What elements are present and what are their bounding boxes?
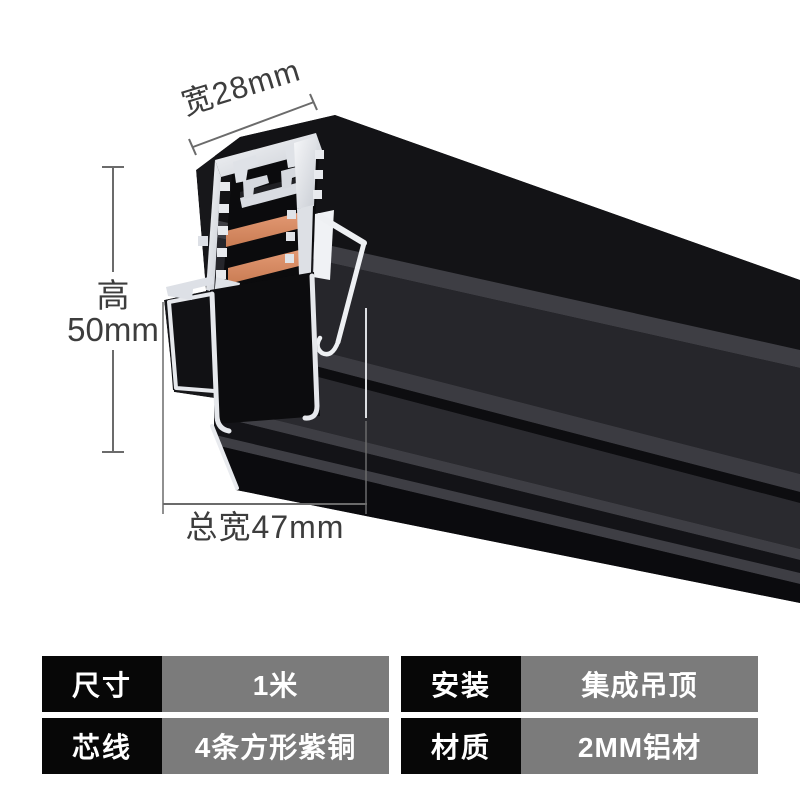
height-dimension-label-cn: 高: [97, 277, 130, 314]
spec-label-core-wire: 芯线: [42, 718, 162, 774]
spec-table-right: 安装 集成吊顶 材质 2MM铝材: [401, 656, 758, 774]
channel-wall-right: [302, 273, 320, 421]
spec-row-material: 材质 2MM铝材: [401, 718, 758, 774]
spec-row-size: 尺寸 1米: [42, 656, 389, 712]
bottom-channel: [210, 272, 320, 424]
copper-busbar-1: [226, 210, 309, 247]
rail-bottom-stripe-1: [215, 405, 800, 560]
spec-value-installation: 集成吊顶: [521, 656, 758, 712]
dimension-annotations: [102, 93, 367, 514]
spec-label-material: 材质: [401, 718, 521, 774]
spec-value-material: 2MM铝材: [521, 718, 758, 774]
spec-tables: 尺寸 1米 芯线 4条方形紫铜 安装 集成吊顶 材质 2MM铝材: [42, 656, 758, 774]
right-wall-teeth-inner: [285, 210, 296, 263]
spring-clip-diagonal: [335, 240, 367, 345]
left-wall-teeth: [216, 182, 230, 279]
width-dimension-tick-right: [309, 93, 318, 111]
rail-bottom-edge: [215, 445, 800, 603]
spec-table-left: 尺寸 1米 芯线 4条方形紫铜: [42, 656, 389, 774]
height-dimension-label-value: 50mm: [67, 311, 159, 348]
channel-wall-left: [209, 291, 232, 434]
rail-bottom-stripe-2: [215, 435, 800, 584]
total-width-dimension-label: 总宽47mm: [186, 509, 345, 545]
cap-hook-left: [233, 155, 258, 183]
mount-wing-bracket: [166, 276, 214, 300]
spec-value-core-wire: 4条方形紫铜: [162, 718, 389, 774]
rail-groove-highlight: [215, 324, 800, 492]
spring-clip-top: [316, 213, 367, 246]
width-dimension-line: [192, 101, 315, 148]
rail-bottom-dark-band: [215, 416, 800, 573]
spec-value-size: 1米: [162, 656, 389, 712]
bottom-tip-edge: [210, 424, 239, 490]
section-right-wall-upper: [294, 136, 317, 209]
section-inner-rail: [240, 180, 310, 208]
rail-top-face: [215, 115, 800, 350]
mount-wing-left-edge: [167, 289, 228, 394]
width-dimension-label: 宽28mm: [177, 52, 304, 121]
section-right-wall-lower: [297, 205, 313, 276]
spec-label-size: 尺寸: [42, 656, 162, 712]
rail-lower-face: [215, 350, 800, 549]
spec-row-core-wire: 芯线 4条方形紫铜: [42, 718, 389, 774]
section-claw-left: [243, 175, 269, 199]
spec-label-installation: 安装: [401, 656, 521, 712]
rail-mid-face: [215, 237, 800, 474]
section-outer-wall: [313, 210, 334, 280]
section-left-wall: [206, 160, 221, 292]
spec-row-installation: 安装 集成吊顶: [401, 656, 758, 712]
right-wall-teeth-outer: [313, 150, 324, 199]
spring-clip-curl: [315, 335, 341, 357]
rail-cross-section: [166, 133, 367, 490]
rail-groove-shadow: [215, 340, 800, 503]
width-dimension-tick-left: [188, 138, 197, 156]
left-wall-nub: [198, 236, 208, 246]
